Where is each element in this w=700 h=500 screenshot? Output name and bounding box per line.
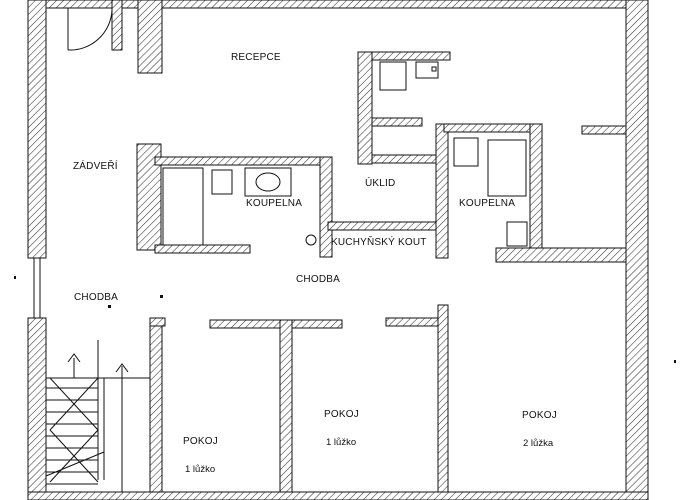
bath-left-fixtures bbox=[162, 167, 317, 246]
label-room-2-beds: 1 lůžko bbox=[326, 437, 357, 448]
wall-rooms-top-a bbox=[149, 317, 166, 327]
wall-bath-right-bottom bbox=[495, 247, 627, 263]
label-room-3-beds: 2 lůžka bbox=[523, 438, 554, 449]
walls bbox=[27, 0, 649, 500]
label-room-3-name: POKOJ bbox=[522, 410, 557, 421]
wall-kitchen-top bbox=[327, 221, 444, 231]
wall-bottom bbox=[27, 491, 649, 500]
wall-right bbox=[625, 0, 649, 500]
wall-bath-right-side bbox=[529, 123, 543, 255]
label-room-1-beds: 1 lůžko bbox=[185, 464, 216, 475]
label-vestibule: ZÁDVEŘÍ bbox=[73, 161, 118, 172]
wall-left-lower bbox=[27, 317, 47, 500]
wall-bath-bottom bbox=[154, 244, 251, 254]
wall-room-divider-1 bbox=[279, 319, 293, 500]
label-cleaning: ÚKLID bbox=[365, 178, 396, 189]
wall-reception-post bbox=[137, 0, 163, 74]
shower-tray bbox=[162, 167, 204, 246]
wall-left-upper bbox=[27, 0, 47, 259]
wall-cleaning-bottom bbox=[371, 154, 443, 164]
wall-rooms-top-c bbox=[385, 317, 447, 327]
wall-room-divider-2 bbox=[437, 304, 449, 500]
label-room-1-name: POKOJ bbox=[183, 436, 218, 447]
staircase bbox=[45, 340, 150, 492]
wall-bath-right bbox=[319, 156, 333, 258]
wall-cleaning-top bbox=[367, 51, 451, 61]
window-left bbox=[33, 258, 41, 318]
label-kitchenette: KUCHYŇSKÝ KOUT bbox=[331, 237, 427, 248]
wall-stub-right bbox=[581, 125, 627, 135]
wall-door-jamb bbox=[111, 0, 123, 51]
toilet bbox=[211, 169, 233, 195]
plan-marks bbox=[14, 276, 676, 363]
wall-stair-right bbox=[149, 317, 163, 500]
wall-center-pillar bbox=[435, 123, 449, 259]
label-bathroom-right: KOUPELNA bbox=[459, 198, 516, 209]
label-room-2-name: POKOJ bbox=[324, 409, 359, 420]
label-corridor-left: CHODBA bbox=[74, 292, 118, 303]
wall-cleaning-left bbox=[357, 51, 373, 165]
wall-bath-right-top bbox=[443, 123, 542, 133]
label-corridor-center: CHODBA bbox=[296, 274, 340, 285]
sink bbox=[244, 167, 292, 197]
label-bathroom-left: KOUPELNA bbox=[246, 198, 303, 209]
floor-drain bbox=[305, 234, 317, 246]
label-reception: RECEPCE bbox=[231, 52, 281, 63]
bath-right-fixtures bbox=[453, 137, 528, 247]
wall-bath-top bbox=[154, 156, 329, 166]
wall-cleaning-inner bbox=[371, 117, 423, 127]
entrance-door bbox=[67, 8, 113, 51]
wall-rooms-top-b bbox=[209, 319, 343, 329]
cleaning-fixtures bbox=[379, 61, 439, 91]
